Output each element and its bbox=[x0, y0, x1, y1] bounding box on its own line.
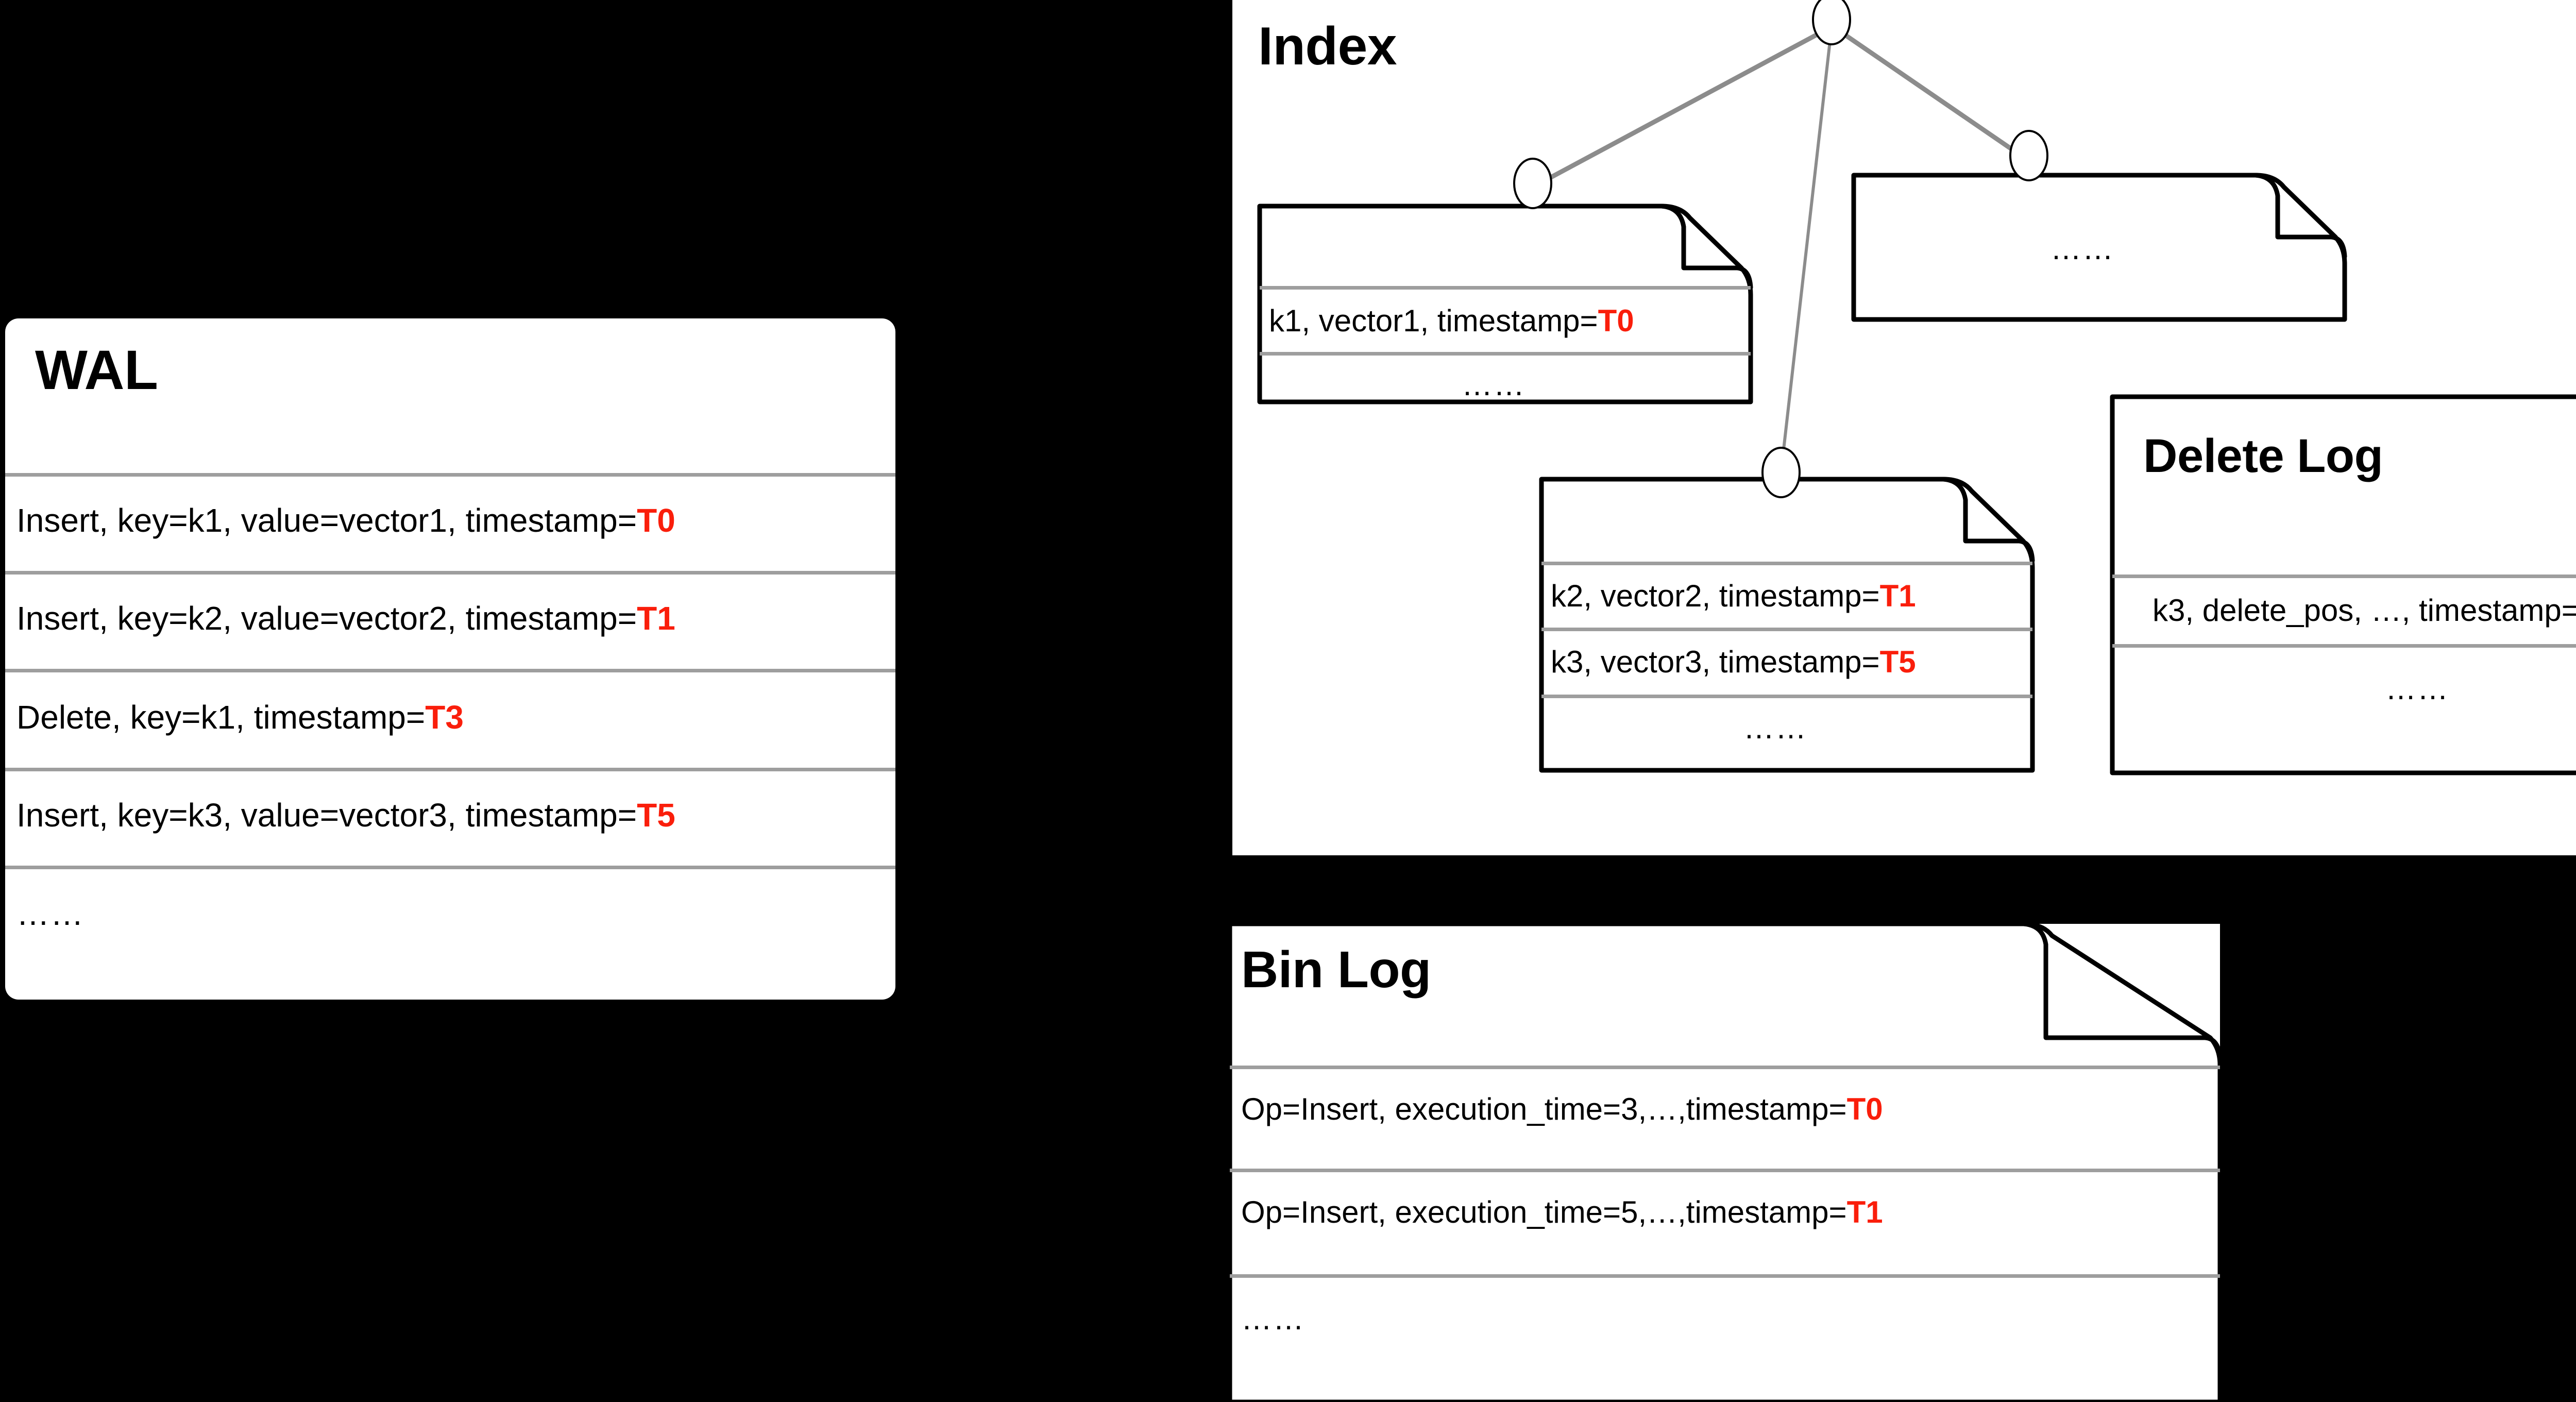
wal-entry-text: Insert, key=k2, value=vector2, timestamp… bbox=[16, 600, 637, 637]
index-leaf-k2k3-entry-text: k2, vector2, timestamp= bbox=[1551, 579, 1880, 613]
wal-entry-text: Delete, key=k1, timestamp= bbox=[16, 699, 426, 736]
wal-entry: Insert, key=k2, value=vector2, timestamp… bbox=[16, 599, 675, 637]
delete-log-document bbox=[2110, 394, 2576, 775]
index-leaf-k2k3-entry-timestamp: T1 bbox=[1879, 579, 1916, 613]
index-leaf-k1-entry: …… bbox=[1462, 367, 1526, 402]
index-leaf-right: …… bbox=[1854, 175, 2345, 319]
index-left-child-node[interactable] bbox=[1513, 158, 1552, 209]
bin-log-content: Bin Log Op=Insert, execution_time=3,…,ti… bbox=[1230, 924, 2220, 1402]
bin-log-entry-timestamp: T0 bbox=[1846, 1092, 1883, 1126]
wal-entry-timestamp: T1 bbox=[637, 600, 675, 637]
bin-log-separator bbox=[1230, 1066, 2220, 1069]
index-leaf-k2k3-fold-icon bbox=[1941, 477, 2035, 563]
wal-entry: Insert, key=k3, value=vector3, timestamp… bbox=[16, 796, 675, 834]
edge-root-to-bottom bbox=[1781, 41, 1832, 459]
index-leaf-right-entry-text: …… bbox=[2050, 231, 2114, 266]
delete-log-separator bbox=[2112, 575, 2576, 578]
index-leaf-k2k3-entry: k2, vector2, timestamp=T1 bbox=[1551, 578, 1916, 614]
index-leaf-k2k3-entry: …… bbox=[1743, 710, 1807, 746]
index-right-child-node[interactable] bbox=[2009, 130, 2048, 181]
delete-log-separator bbox=[2112, 644, 2576, 648]
index-root-node[interactable] bbox=[1812, 0, 1851, 45]
bin-log-entry-timestamp: T1 bbox=[1846, 1195, 1883, 1229]
edge-root-to-right bbox=[1838, 29, 2021, 157]
wal-entry-text: …… bbox=[16, 895, 84, 932]
wal-entry-timestamp: T5 bbox=[637, 797, 675, 834]
delete-log-entry-text: …… bbox=[2385, 671, 2449, 706]
index-leaf-k2k3-entry: k3, vector3, timestamp=T5 bbox=[1551, 644, 1916, 680]
bin-log-entry-text: Op=Insert, execution_time=5,…,timestamp= bbox=[1241, 1195, 1847, 1229]
wal-separator bbox=[5, 669, 895, 672]
index-leaf-k1-separator bbox=[1260, 286, 1751, 290]
wal-entry: Delete, key=k1, timestamp=T3 bbox=[16, 698, 464, 736]
bin-log-title: Bin Log bbox=[1241, 941, 1431, 999]
wal-separator bbox=[5, 571, 895, 575]
wal-entry-timestamp: T0 bbox=[637, 502, 675, 539]
wal-entry-text: Insert, key=k3, value=vector3, timestamp… bbox=[16, 797, 637, 834]
index-leaf-k1-entry: k1, vector1, timestamp=T0 bbox=[1269, 303, 1634, 339]
bin-log-entry: …… bbox=[1241, 1301, 1305, 1337]
wal-title: WAL bbox=[35, 339, 158, 401]
index-leaf-k2k3-entry-text: …… bbox=[1743, 711, 1807, 745]
edge-root-to-left bbox=[1539, 29, 1825, 185]
index-leaf-k2k3-entry-timestamp: T5 bbox=[1879, 645, 1916, 679]
index-leaf-k2k3-separator bbox=[1541, 628, 2032, 631]
index-leaf-right-fold-icon bbox=[2253, 173, 2347, 259]
wal-separator bbox=[5, 768, 895, 771]
index-leaf-k2k3-separator bbox=[1541, 562, 2032, 565]
wal-entry-timestamp: T3 bbox=[425, 699, 464, 736]
index-leaf-k1-entry-text: …… bbox=[1462, 367, 1526, 402]
wal-separator bbox=[5, 866, 895, 869]
wal-entry: Insert, key=k1, value=vector1, timestamp… bbox=[16, 501, 675, 539]
bin-log-fold-icon bbox=[2021, 921, 2223, 1061]
index-leaf-k1-entry-timestamp: T0 bbox=[1598, 303, 1634, 338]
bin-log-entry: Op=Insert, execution_time=5,…,timestamp=… bbox=[1241, 1194, 1883, 1230]
wal-panel: WAL Insert, key=k1, value=vector1, times… bbox=[5, 318, 895, 1000]
bin-log-entry: Op=Insert, execution_time=3,…,timestamp=… bbox=[1241, 1091, 1883, 1127]
delete-log-entry: …… bbox=[2385, 671, 2449, 706]
delete-log-entry: k3, delete_pos, …, timestamp=T3 bbox=[2153, 593, 2576, 628]
index-leaf-k1-fold-icon bbox=[1659, 204, 1753, 290]
delete-log-entry-text: k3, delete_pos, …, timestamp= bbox=[2153, 593, 2576, 628]
index-leaf-k2k3-separator bbox=[1541, 695, 2032, 698]
bin-log-entry-text: …… bbox=[1241, 1302, 1305, 1336]
index-title: Index bbox=[1258, 16, 1397, 76]
delete-log-title: Delete Log bbox=[2143, 430, 2383, 482]
index-leaf-k1-separator bbox=[1260, 352, 1751, 356]
bin-log-entry-text: Op=Insert, execution_time=3,…,timestamp= bbox=[1241, 1092, 1847, 1126]
index-leaf-right-entry: …… bbox=[2050, 231, 2114, 266]
bin-log-separator bbox=[1230, 1274, 2220, 1278]
index-leaf-k2k3-entry-text: k3, vector3, timestamp= bbox=[1551, 645, 1880, 679]
wal-separator bbox=[5, 473, 895, 477]
delete-log-content: Delete Log k3, delete_pos, …, timestamp=… bbox=[2112, 397, 2576, 773]
index-leaf-k2k3: k2, vector2, timestamp=T1 k3, vector3, t… bbox=[1541, 479, 2032, 770]
wal-entry-text: Insert, key=k1, value=vector1, timestamp… bbox=[16, 502, 637, 539]
index-leaf-k1-entry-text: k1, vector1, timestamp= bbox=[1269, 303, 1598, 338]
index-bottom-child-node[interactable] bbox=[1761, 447, 1801, 498]
bin-log-separator bbox=[1230, 1169, 2220, 1172]
index-leaf-k1: k1, vector1, timestamp=T0 …… bbox=[1260, 206, 1751, 402]
wal-entry: …… bbox=[16, 894, 84, 933]
